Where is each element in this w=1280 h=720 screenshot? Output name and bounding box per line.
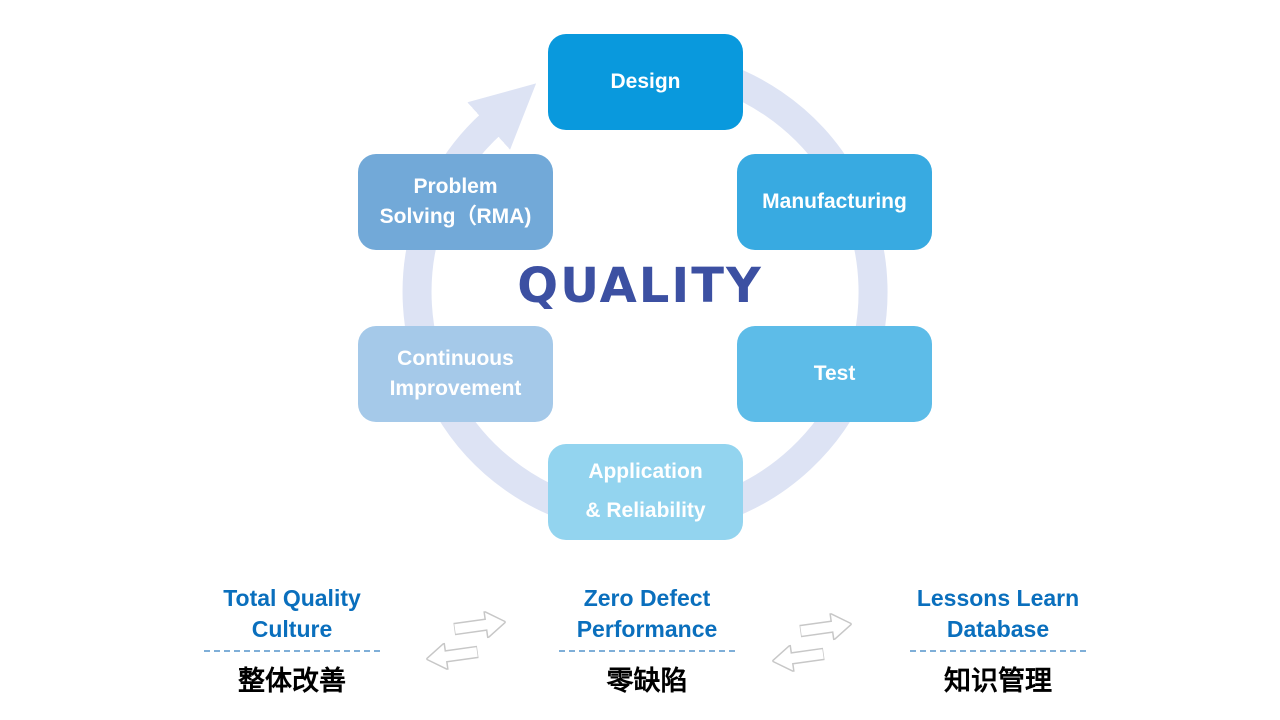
cycle-step-application-reliability: Application & Reliability [548,444,743,540]
footer-item-zero-defect-performance: Zero Defect Performance 零缺陷 [517,583,777,698]
left-block-arrow-icon [424,641,480,671]
footer-item-subtitle-cn: 整体改善 [238,666,346,697]
right-block-arrow-icon [452,610,508,640]
cycle-step-design: Design [548,34,743,130]
footer-item-total-quality-culture: Total Quality Culture 整体改善 [162,583,422,698]
cycle-step-manufacturing: Manufacturing [737,154,932,250]
exchange-arrows-2 [770,610,854,674]
footer-item-title: Total Quality Culture [223,585,361,642]
dashed-divider [910,650,1086,653]
cycle-step-continuous-improvement: Continuous Improvement [358,326,553,422]
footer-item-title: Lessons Learn Database [916,585,1080,642]
exchange-arrows-1 [424,608,508,672]
cycle-step-test: Test [737,326,932,422]
left-block-arrow-icon [770,643,826,673]
cycle-step-problem-solving-rma: Problem Solving（RMA) [358,154,553,250]
footer-item-lessons-learn-database: Lessons Learn Database 知识管理 [868,583,1128,698]
footer-item-title: Zero Defect Performance [576,585,718,642]
right-block-arrow-icon [798,612,854,642]
footer-item-subtitle-cn: 零缺陷 [606,666,688,697]
cycle-center-title: QUALITY [517,258,763,314]
dashed-divider [204,650,380,653]
footer-item-subtitle-cn: 知识管理 [944,666,1052,697]
dashed-divider [559,650,735,653]
